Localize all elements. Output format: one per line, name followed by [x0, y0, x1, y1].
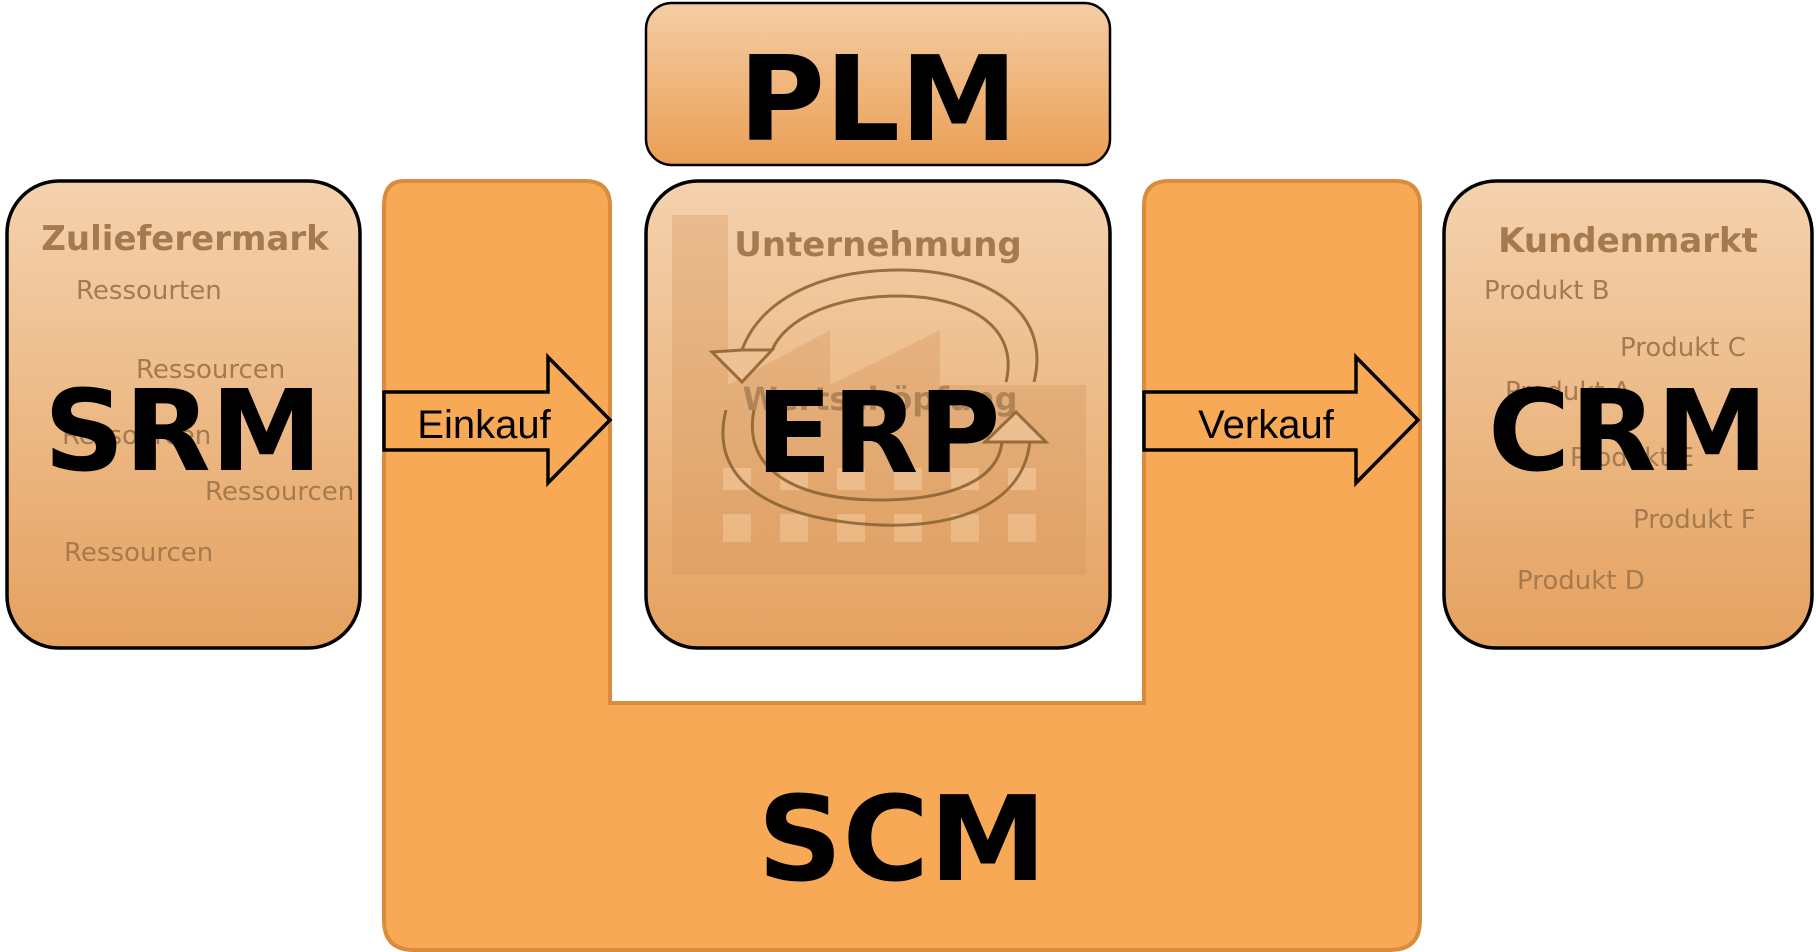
srm-label: SRM: [44, 367, 322, 497]
srm-item: Ressourten: [76, 276, 222, 306]
crm-label: CRM: [1488, 367, 1768, 497]
erp-label: ERP: [756, 369, 1001, 499]
crm-box: Kundenmarkt Produkt B Produkt C Produkt …: [1442, 179, 1814, 650]
srm-box: Zulieferermark Ressourten Ressourcen Res…: [5, 179, 362, 650]
company-title: Unternehmung: [734, 225, 1022, 265]
verkauf-arrow: Verkauf: [1142, 352, 1421, 488]
srm-item: Ressourcen: [136, 355, 285, 385]
einkauf-label: Einkauf: [417, 403, 551, 447]
cycle-arrows-icon: [708, 268, 1050, 527]
crm-item: Produkt F: [1633, 505, 1756, 535]
plm-box: PLM: [644, 1, 1112, 168]
verkauf-label: Verkauf: [1198, 403, 1335, 447]
plm-label: PLM: [738, 30, 1017, 168]
crm-item: Produkt E: [1570, 443, 1694, 473]
crm-item: Produkt B: [1484, 276, 1610, 306]
supplier-market-title: Zulieferermark: [41, 219, 330, 259]
erp-box: Unternehmung Wertschöpfung ERP: [644, 179, 1112, 650]
customer-market-title: Kundenmarkt: [1498, 221, 1758, 261]
crm-item: Produkt D: [1517, 566, 1645, 596]
einkauf-arrow: Einkauf: [382, 352, 613, 488]
factory-icon: [672, 215, 1086, 575]
crm-item: Produkt C: [1620, 333, 1746, 363]
srm-item: Ressourcen: [62, 421, 211, 451]
value-creation-text: Wertschöpfung: [742, 380, 1017, 418]
scm-u-shape: [382, 179, 1422, 952]
srm-item: Ressourcen: [64, 538, 213, 568]
crm-item: Produkt A: [1505, 377, 1631, 407]
scm-label: SCM: [757, 770, 1046, 908]
srm-item: Ressourcen: [205, 477, 354, 507]
